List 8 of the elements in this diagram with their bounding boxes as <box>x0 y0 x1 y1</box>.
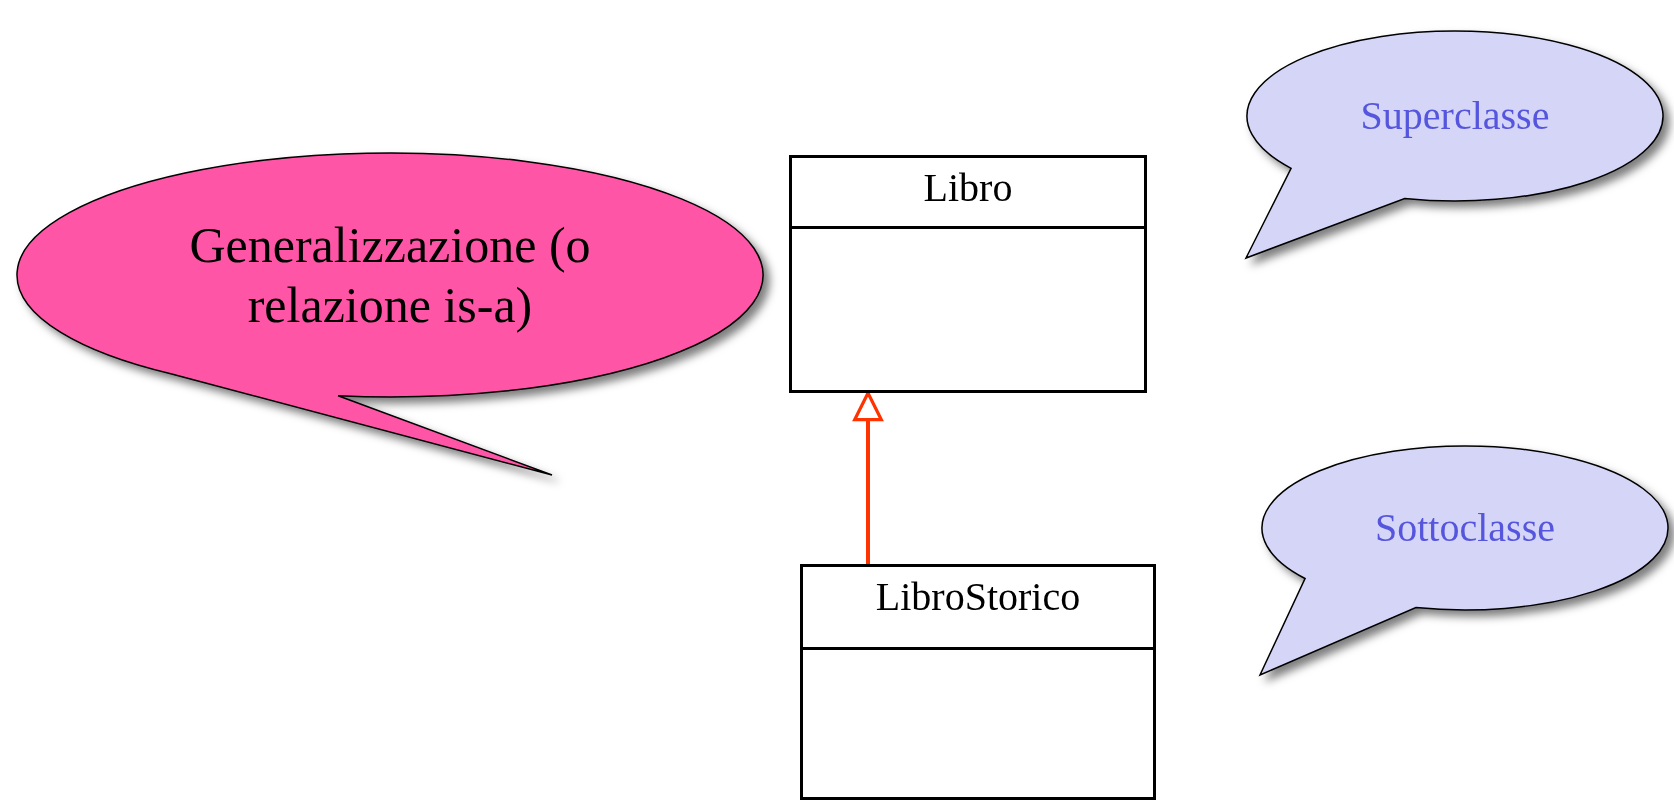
class-name: Libro <box>922 164 1014 212</box>
class-box <box>789 155 1147 393</box>
bubble-text: Superclasse <box>1359 92 1551 140</box>
class-box <box>800 564 1156 800</box>
bubble-text: Sottoclasse <box>1374 504 1556 552</box>
class-name: LibroStorico <box>874 573 1082 621</box>
generalization-arrow <box>853 391 883 564</box>
bubble-text: Generalizzazione (o relazione is-a) <box>188 216 592 335</box>
